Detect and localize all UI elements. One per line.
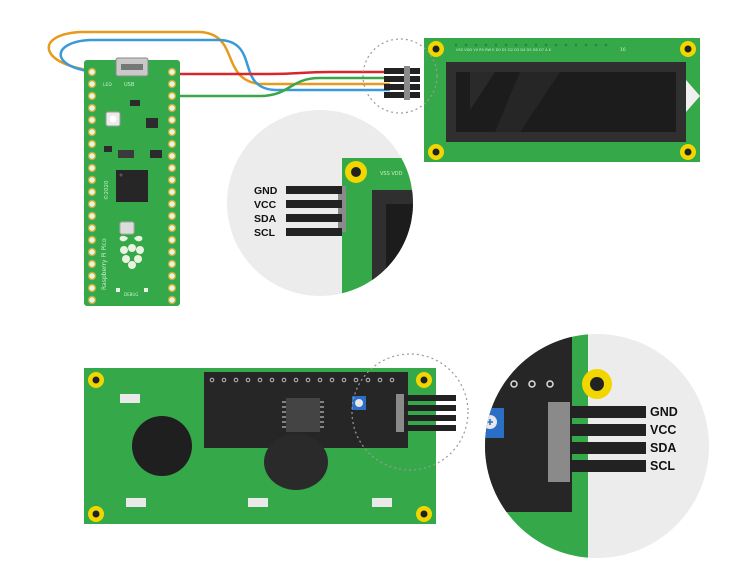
top-pin-vcc (286, 200, 342, 208)
lcd-screen (456, 72, 676, 132)
bottom-pin-sda (570, 442, 646, 454)
bottom-pin-scl (570, 460, 646, 472)
debug-label: DEBUG (124, 292, 138, 297)
lcd-pin-header-text: VSS VDD V0 RS RW E D0 D1 D2 D3 D4 D5 D6 … (456, 48, 552, 52)
raspberry-pi-pico-board: USB LED ©2020 Raspberry Pi Pico DEBUG (84, 57, 180, 306)
bottom-callout: GND VCC SDA SCL (485, 334, 709, 558)
lcd-front-mount-holes (428, 41, 696, 160)
top-label-vcc: VCC (254, 199, 277, 211)
lcd-pin-count: 16 (620, 47, 626, 53)
i2c-side-header-pins (396, 394, 456, 432)
lcd-back-board (84, 368, 456, 524)
bottom-pin-gnd (570, 406, 646, 418)
bottom-label-sda: SDA (650, 441, 676, 455)
epoxy-blob-left (132, 416, 192, 476)
bottom-label-gnd: GND (650, 405, 678, 419)
wire-red (170, 70, 390, 76)
wire-green (170, 76, 390, 98)
bottom-pin-vcc (570, 424, 646, 436)
pcf8574-chip (286, 398, 320, 432)
lcd-1602-front: VSS VDD V0 RS RW E D0 D1 D2 D3 D4 D5 D6 … (424, 38, 700, 162)
top-zoom-indicator (362, 38, 438, 114)
bottom-label-vcc: VCC (650, 423, 676, 437)
bottom-label-scl: SCL (650, 459, 675, 473)
usb-label: USB (124, 82, 135, 88)
top-pin-gnd (286, 186, 342, 194)
top-label-scl: SCL (254, 227, 276, 239)
wires (47, 30, 390, 98)
top-label-sda: SDA (254, 213, 277, 225)
lcd-header-pins-top (384, 66, 420, 100)
i2c-header-holes (209, 377, 395, 383)
lcd-back-mount-holes (88, 372, 432, 522)
wire-blue (59, 38, 390, 92)
top-pin-sda (286, 214, 342, 222)
raspberry-logo-icon (119, 235, 144, 269)
top-label-gnd: GND (254, 185, 278, 197)
pico-name-label: Raspberry Pi Pico (101, 238, 108, 290)
copyright-label: ©2020 (103, 180, 110, 200)
bottom-zoom-indicator (351, 353, 469, 471)
led-label: LED (103, 82, 112, 88)
zoom-pin-text: VSS VDD (380, 171, 403, 177)
top-pin-scl (286, 228, 342, 236)
epoxy-blob-center (264, 434, 328, 490)
